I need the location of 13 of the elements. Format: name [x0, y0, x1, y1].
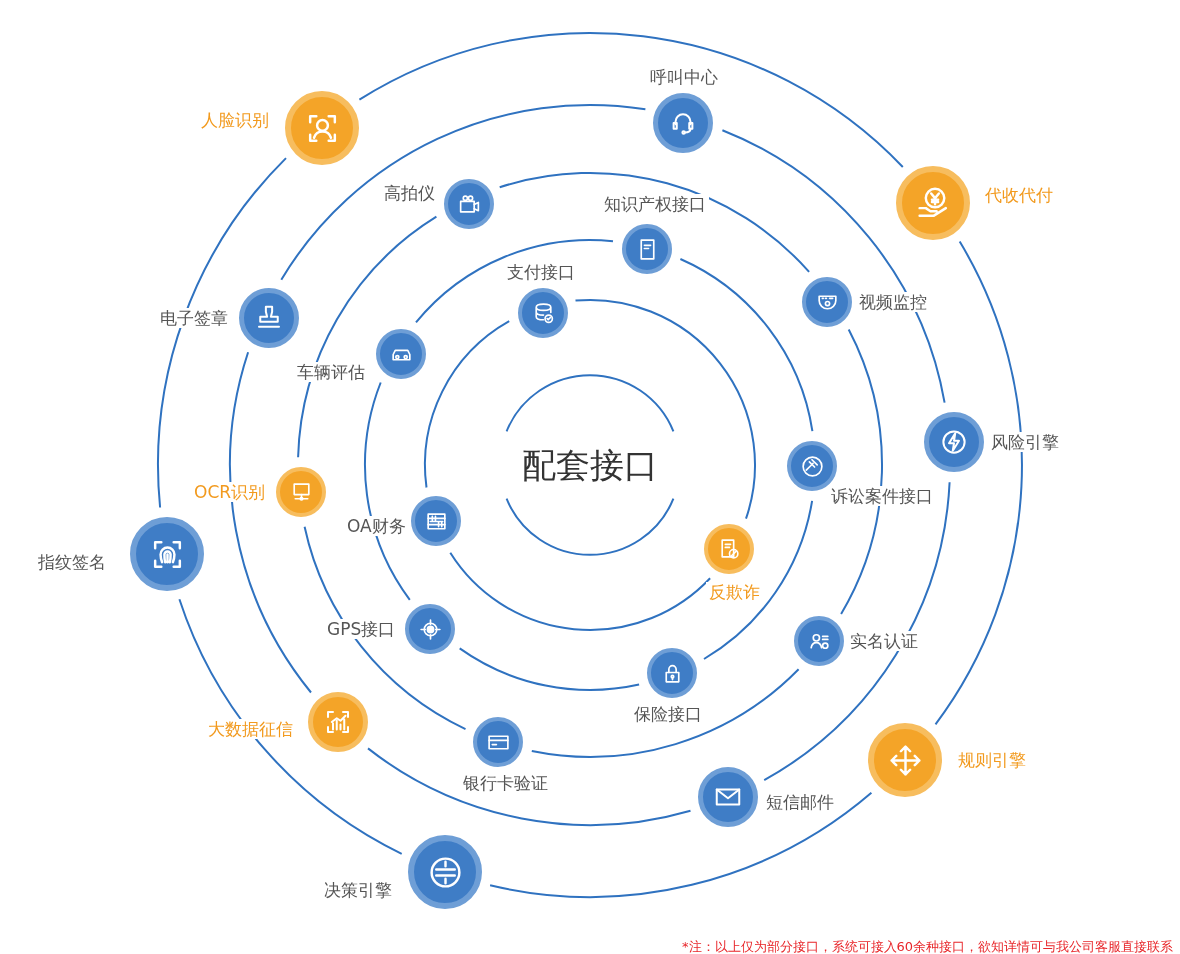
node-label: 规则引擎	[955, 750, 1029, 770]
node-label: 短信邮件	[763, 792, 837, 812]
node-label: 高拍仪	[381, 183, 438, 203]
node-label: 决策引擎	[321, 880, 395, 900]
node-label: 大数据征信	[205, 719, 296, 739]
node-label: 代收代付	[982, 185, 1056, 205]
node-label: 视频监控	[856, 292, 930, 312]
node-label: 呼叫中心	[647, 67, 721, 87]
node-label: 实名认证	[847, 631, 921, 651]
node-label: 知识产权接口	[601, 194, 709, 214]
node-label: 反欺诈	[705, 582, 763, 602]
node-label: 风险引擎	[988, 432, 1062, 452]
node-label: 车辆评估	[294, 362, 368, 382]
